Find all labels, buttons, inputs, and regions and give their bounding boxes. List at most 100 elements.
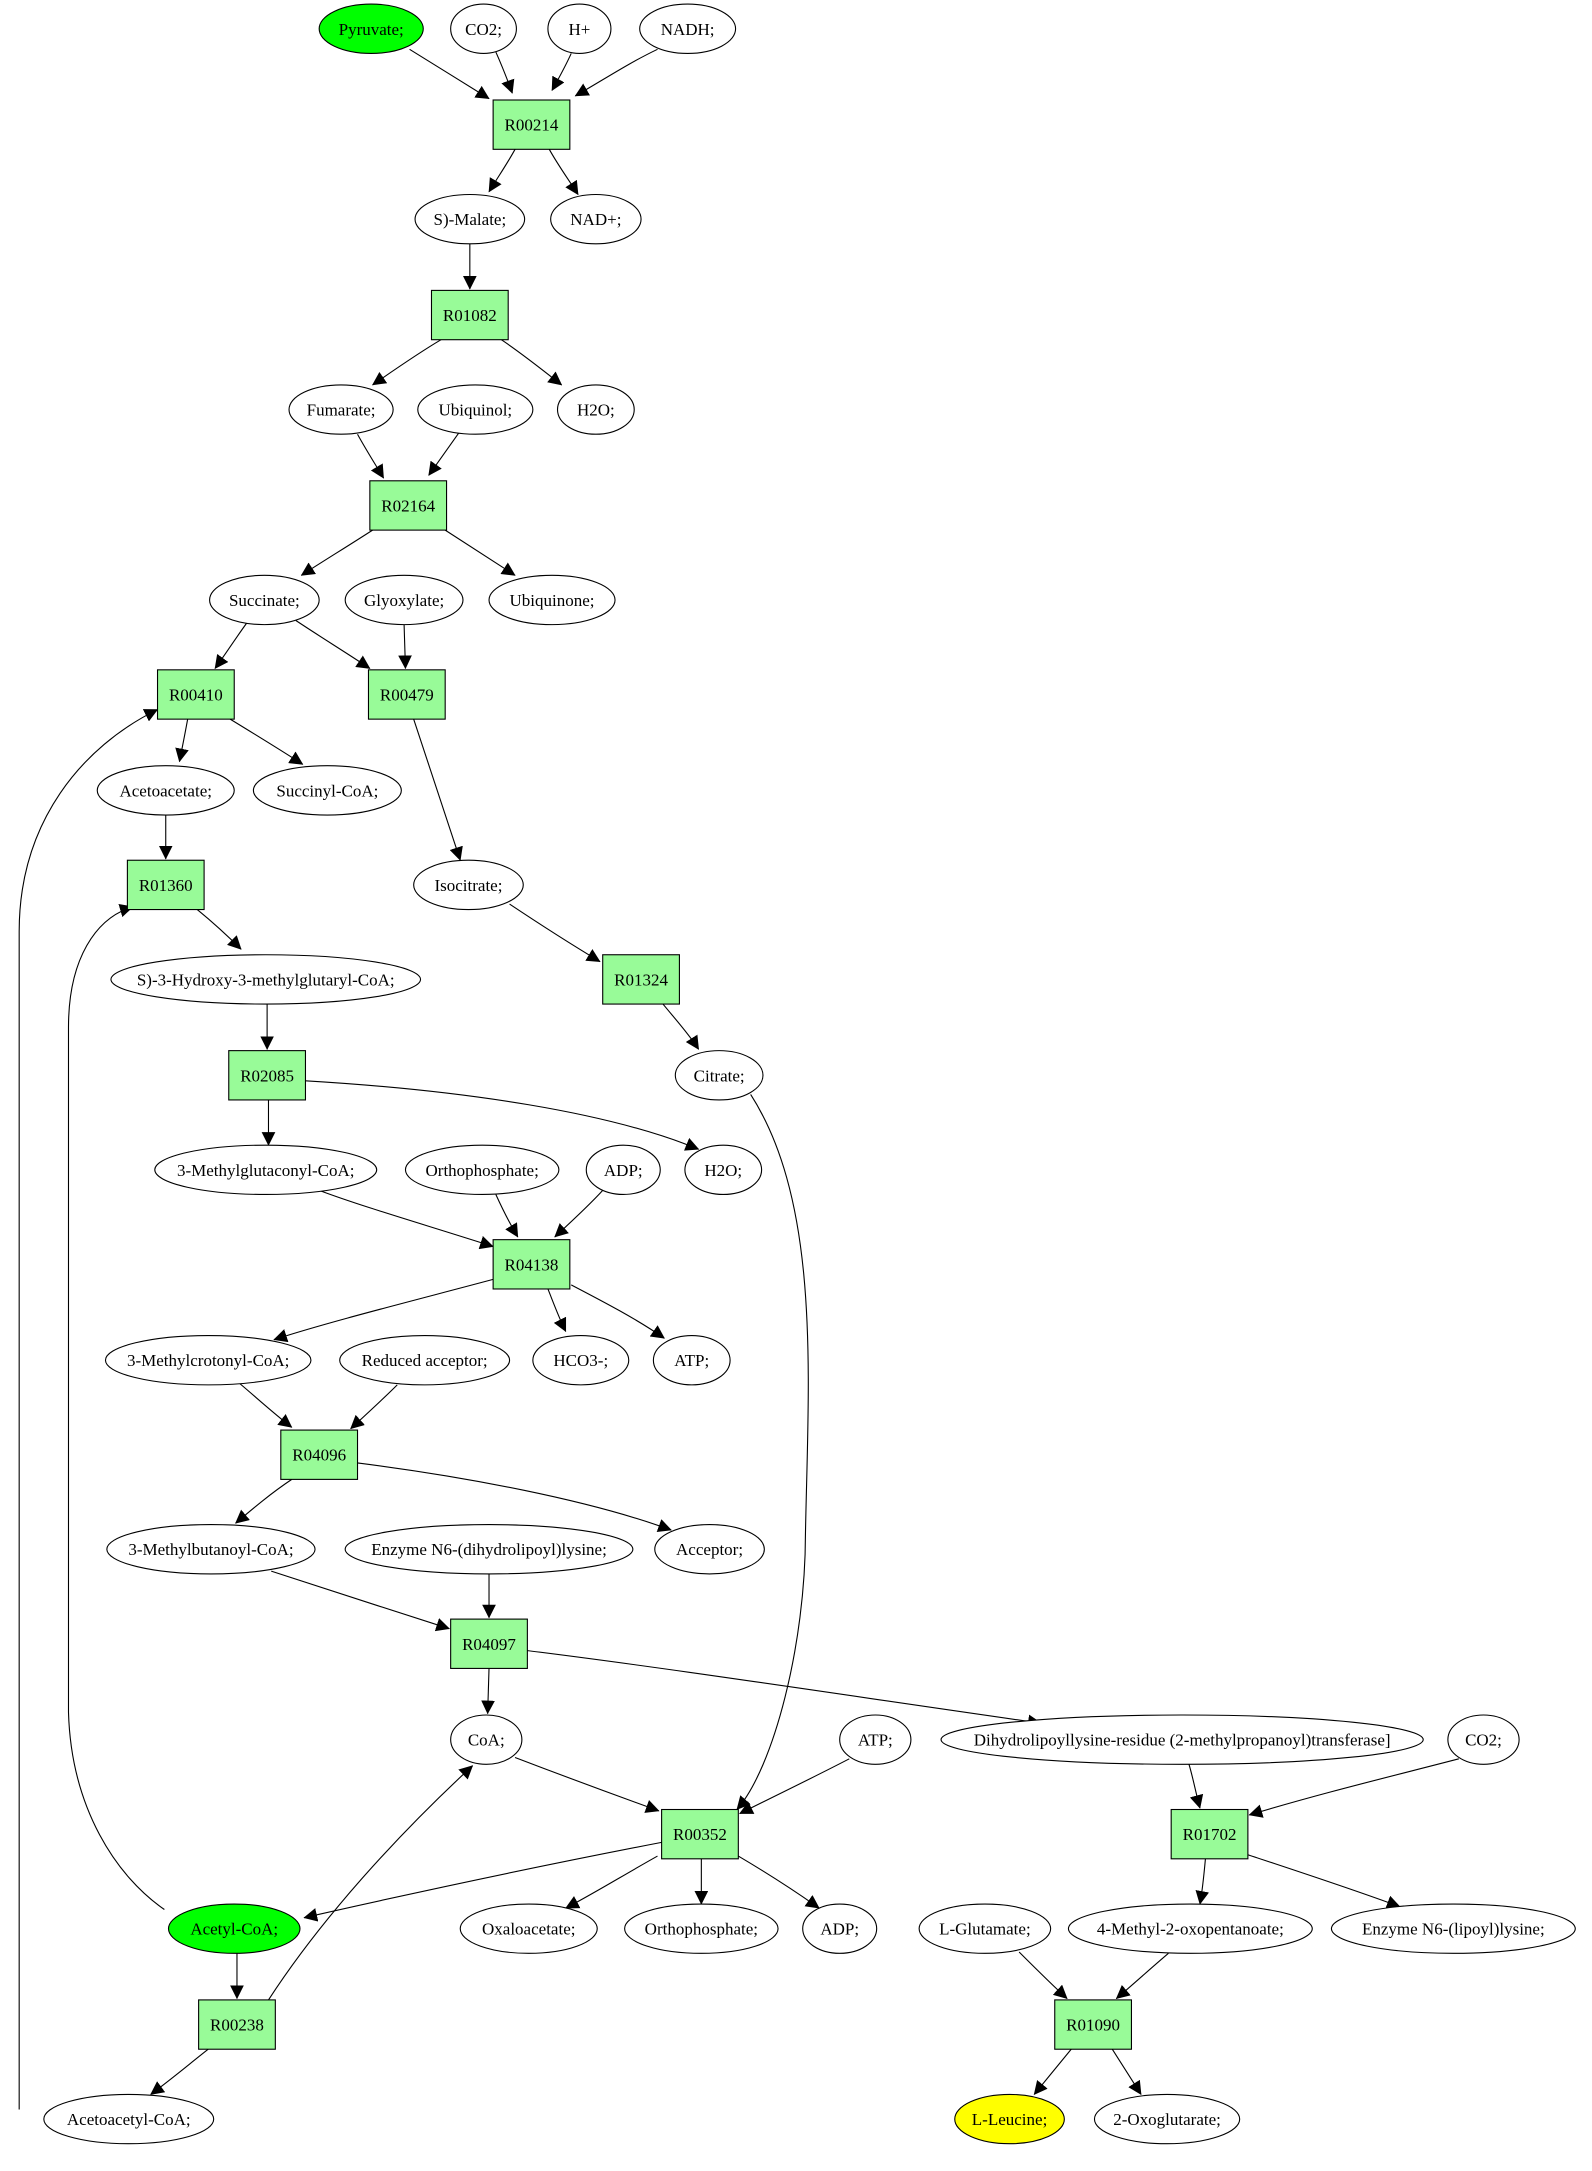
metabolite-ellipse[interactable]: [110, 954, 422, 1005]
metabolite-node-atp-mid[interactable]: ATP;: [652, 1335, 731, 1386]
metabolite-node-citrate[interactable]: Citrate;: [674, 1050, 764, 1101]
metabolite-ellipse[interactable]: [106, 1524, 316, 1575]
metabolite-ellipse[interactable]: [154, 1144, 378, 1196]
metabolite-node-reduced-acceptor[interactable]: Reduced acceptor;: [339, 1335, 511, 1386]
metabolite-ellipse[interactable]: [940, 1714, 1424, 1765]
metabolite-ellipse[interactable]: [556, 384, 635, 435]
metabolite-ellipse[interactable]: [417, 384, 534, 435]
metabolite-ellipse[interactable]: [96, 765, 235, 816]
metabolite-ellipse[interactable]: [413, 859, 524, 911]
metabolite-ellipse[interactable]: [654, 1524, 765, 1575]
reaction-box[interactable]: [228, 1050, 307, 1101]
metabolite-ellipse[interactable]: [288, 384, 394, 435]
metabolite-node-acetyl-coa[interactable]: Acetyl-CoA;: [167, 1903, 301, 1954]
metabolite-node-succinyl-coa[interactable]: Succinyl-CoA;: [252, 765, 402, 816]
reaction-node-r01360[interactable]: R01360: [126, 859, 205, 911]
metabolite-node-hmg-coa[interactable]: S)-3-Hydroxy-3-methylglutaryl-CoA;: [110, 954, 422, 1005]
metabolite-node-ubiquinol[interactable]: Ubiquinol;: [417, 384, 534, 435]
metabolite-node-oxoglutarate[interactable]: 2-Oxoglutarate;: [1093, 2093, 1241, 2145]
metabolite-node-fumarate[interactable]: Fumarate;: [288, 384, 394, 435]
reaction-node-r00352[interactable]: R00352: [661, 1808, 739, 1860]
reaction-node-r00238[interactable]: R00238: [198, 1999, 276, 2050]
metabolite-node-succinate[interactable]: Succinate;: [209, 574, 320, 626]
metabolite-ellipse[interactable]: [624, 1903, 779, 1954]
metabolite-ellipse[interactable]: [547, 3, 612, 54]
metabolite-ellipse[interactable]: [104, 1335, 312, 1386]
metabolite-node-methylcrotonyl-coa[interactable]: 3-Methylcrotonyl-CoA;: [104, 1335, 312, 1386]
reaction-box[interactable]: [198, 1999, 276, 2050]
reaction-node-r01702[interactable]: R01702: [1170, 1808, 1249, 1860]
metabolite-ellipse[interactable]: [450, 3, 517, 54]
metabolite-node-atp-low[interactable]: ATP;: [839, 1714, 912, 1765]
reaction-box[interactable]: [492, 99, 571, 150]
metabolite-node-malate[interactable]: S)-Malate;: [414, 193, 526, 245]
metabolite-ellipse[interactable]: [639, 3, 737, 54]
reaction-box[interactable]: [602, 954, 680, 1005]
metabolite-ellipse[interactable]: [954, 2093, 1065, 2145]
reaction-box[interactable]: [661, 1808, 739, 1860]
metabolite-node-oxaloacetate[interactable]: Oxaloacetate;: [459, 1903, 598, 1954]
metabolite-ellipse[interactable]: [585, 1144, 661, 1196]
metabolite-node-methylglutaconyl-coa[interactable]: 3-Methylglutaconyl-CoA;: [154, 1144, 378, 1196]
reaction-box[interactable]: [450, 1618, 528, 1669]
reaction-node-r04096[interactable]: R04096: [280, 1429, 359, 1480]
reaction-box[interactable]: [280, 1429, 359, 1480]
metabolite-node-h2o-top[interactable]: H2O;: [556, 384, 635, 435]
metabolite-ellipse[interactable]: [459, 1903, 598, 1954]
metabolite-node-h-plus[interactable]: H+: [547, 3, 612, 54]
reaction-node-r00214[interactable]: R00214: [492, 99, 571, 150]
reaction-node-r00479[interactable]: R00479: [367, 669, 446, 720]
reaction-box[interactable]: [126, 859, 205, 911]
metabolite-node-acetoacetyl-coa[interactable]: Acetoacetyl-CoA;: [43, 2093, 215, 2145]
metabolite-ellipse[interactable]: [209, 574, 320, 626]
reaction-node-r04138[interactable]: R04138: [492, 1239, 571, 1290]
metabolite-node-methylbutanoyl-coa[interactable]: 3-Methylbutanoyl-CoA;: [106, 1524, 316, 1575]
metabolite-node-acetoacetate[interactable]: Acetoacetate;: [96, 765, 235, 816]
metabolite-node-dihydrolipoyllysine[interactable]: Dihydrolipoyllysine-residue (2-methylpro…: [940, 1714, 1424, 1765]
metabolite-node-adp-mid[interactable]: ADP;: [585, 1144, 661, 1196]
reaction-node-r01090[interactable]: R01090: [1054, 1999, 1133, 2050]
reaction-node-r02164[interactable]: R02164: [369, 480, 448, 531]
metabolite-ellipse[interactable]: [918, 1903, 1052, 1954]
metabolite-node-methyl-oxopentanoate[interactable]: 4-Methyl-2-oxopentanoate;: [1067, 1903, 1313, 1954]
metabolite-node-h2o-mid[interactable]: H2O;: [684, 1144, 763, 1196]
reaction-box[interactable]: [492, 1239, 571, 1290]
metabolite-ellipse[interactable]: [839, 1714, 912, 1765]
metabolite-ellipse[interactable]: [167, 1903, 301, 1954]
reaction-node-r00410[interactable]: R00410: [156, 669, 235, 720]
metabolite-node-coa[interactable]: CoA;: [450, 1714, 523, 1765]
metabolite-ellipse[interactable]: [802, 1903, 878, 1954]
metabolite-node-nad-plus[interactable]: NAD+;: [550, 193, 642, 245]
metabolite-node-enzyme-lipoyl[interactable]: Enzyme N6-(lipoyl)lysine;: [1330, 1903, 1576, 1954]
metabolite-node-nadh[interactable]: NADH;: [639, 3, 737, 54]
metabolite-ellipse[interactable]: [652, 1335, 731, 1386]
reaction-box[interactable]: [156, 669, 235, 720]
metabolite-node-glyoxylate[interactable]: Glyoxylate;: [344, 574, 464, 626]
reaction-box[interactable]: [1054, 1999, 1133, 2050]
metabolite-ellipse[interactable]: [344, 1524, 634, 1575]
reaction-box[interactable]: [430, 289, 509, 341]
metabolite-ellipse[interactable]: [344, 574, 464, 626]
metabolite-node-l-leucine[interactable]: L-Leucine;: [954, 2093, 1065, 2145]
metabolite-ellipse[interactable]: [1330, 1903, 1576, 1954]
metabolite-node-hco3[interactable]: HCO3-;: [532, 1335, 630, 1386]
metabolite-node-isocitrate[interactable]: Isocitrate;: [413, 859, 524, 911]
metabolite-node-orthophosphate-mid[interactable]: Orthophosphate;: [404, 1144, 560, 1196]
metabolite-node-l-glutamate[interactable]: L-Glutamate;: [918, 1903, 1052, 1954]
metabolite-ellipse[interactable]: [43, 2093, 215, 2145]
metabolite-ellipse[interactable]: [1067, 1903, 1313, 1954]
metabolite-ellipse[interactable]: [684, 1144, 763, 1196]
reaction-box[interactable]: [369, 480, 448, 531]
metabolite-ellipse[interactable]: [532, 1335, 630, 1386]
metabolite-node-pyruvate[interactable]: Pyruvate;: [318, 3, 424, 54]
metabolite-node-acceptor[interactable]: Acceptor;: [654, 1524, 765, 1575]
reaction-box[interactable]: [367, 669, 446, 720]
metabolite-ellipse[interactable]: [404, 1144, 560, 1196]
metabolite-node-enzyme-dihydrolipoyl[interactable]: Enzyme N6-(dihydrolipoyl)lysine;: [344, 1524, 634, 1575]
metabolite-ellipse[interactable]: [674, 1050, 764, 1101]
reaction-node-r01324[interactable]: R01324: [602, 954, 680, 1005]
metabolite-ellipse[interactable]: [488, 574, 616, 626]
metabolite-node-co2-low[interactable]: CO2;: [1447, 1714, 1520, 1765]
metabolite-ellipse[interactable]: [1447, 1714, 1520, 1765]
metabolite-ellipse[interactable]: [450, 1714, 523, 1765]
